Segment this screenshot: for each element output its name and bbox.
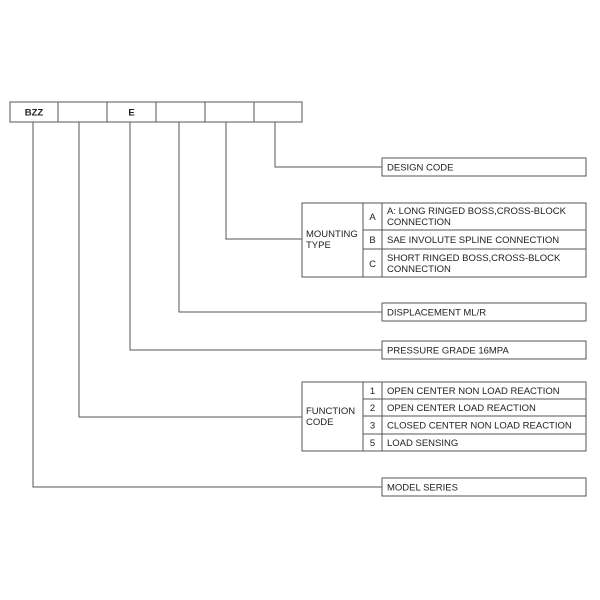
model-series-label: MODEL SERIES <box>387 483 458 494</box>
function-code-label-line1: FUNCTION <box>306 406 355 417</box>
function-option-text: OPEN CENTER LOAD REACTION <box>387 403 536 414</box>
code-box-row: BZZ E <box>9 101 303 123</box>
function-code-label-line2: CODE <box>306 417 333 428</box>
mounting-type-label-line1: MOUNTING <box>306 229 358 240</box>
function-option-text: OPEN CENTER NON LOAD REACTION <box>387 386 560 397</box>
function-option-key: 5 <box>370 438 375 449</box>
model-series-box: MODEL SERIES <box>381 477 587 497</box>
code-box-5 <box>204 101 255 123</box>
mounting-option-text: CONNECTION <box>387 264 451 275</box>
function-option-3: 3 CLOSED CENTER NON LOAD REACTION <box>370 421 572 432</box>
function-option-2: 2 OPEN CENTER LOAD REACTION <box>370 403 536 414</box>
code-box-3: E <box>106 101 157 123</box>
function-option-text: LOAD SENSING <box>387 438 458 449</box>
design-code-label: DESIGN CODE <box>387 163 454 174</box>
function-option-text: CLOSED CENTER NON LOAD REACTION <box>387 421 572 432</box>
design-code-box: DESIGN CODE <box>381 157 587 177</box>
pressure-grade-box: PRESSURE GRADE 16MPA <box>381 340 587 360</box>
mounting-option-text: SHORT RINGED BOSS,CROSS-BLOCK <box>387 253 561 264</box>
function-option-1: 1 OPEN CENTER NON LOAD REACTION <box>370 386 560 397</box>
code-box-2 <box>57 101 108 123</box>
function-option-key: 3 <box>370 421 375 432</box>
mounting-option-text: CONNECTION <box>387 217 451 228</box>
leader-line-function-code <box>78 122 302 418</box>
mounting-option-key: C <box>369 259 376 270</box>
leader-line-displacement <box>178 122 382 313</box>
code-box-1: BZZ <box>9 101 59 123</box>
code-box-4 <box>155 101 206 123</box>
code-box-3-label: E <box>128 108 134 119</box>
mounting-type-table: MOUNTING TYPE A A: LONG RINGED BOSS,CROS… <box>301 202 587 278</box>
leader-line-model-series <box>32 122 382 488</box>
pressure-grade-label: PRESSURE GRADE 16MPA <box>387 346 509 357</box>
mounting-option-text: A: LONG RINGED BOSS,CROSS-BLOCK <box>387 206 567 217</box>
mounting-option-b: B SAE INVOLUTE SPLINE CONNECTION <box>369 235 559 246</box>
mounting-option-a: A A: LONG RINGED BOSS,CROSS-BLOCK CONNEC… <box>369 206 566 228</box>
mounting-option-key: B <box>369 235 375 246</box>
leader-line-pressure-grade <box>129 122 382 351</box>
code-box-6 <box>253 101 303 123</box>
mounting-option-key: A <box>369 212 376 223</box>
displacement-label: DISPLACEMENT ML/R <box>387 308 486 319</box>
mounting-option-text: SAE INVOLUTE SPLINE CONNECTION <box>387 235 559 246</box>
function-option-key: 1 <box>370 386 375 397</box>
leader-lines <box>32 122 382 488</box>
mounting-option-c: C SHORT RINGED BOSS,CROSS-BLOCK CONNECTI… <box>369 253 561 275</box>
displacement-box: DISPLACEMENT ML/R <box>381 302 587 322</box>
code-box-1-label: BZZ <box>25 108 44 119</box>
function-code-table: FUNCTION CODE 1 OPEN CENTER NON LOAD REA… <box>301 381 587 452</box>
leader-line-design-code <box>274 122 382 168</box>
mounting-type-label-line2: TYPE <box>306 240 331 251</box>
leader-line-mounting-type <box>225 122 302 240</box>
function-option-key: 2 <box>370 403 375 414</box>
function-option-5: 5 LOAD SENSING <box>370 438 458 449</box>
